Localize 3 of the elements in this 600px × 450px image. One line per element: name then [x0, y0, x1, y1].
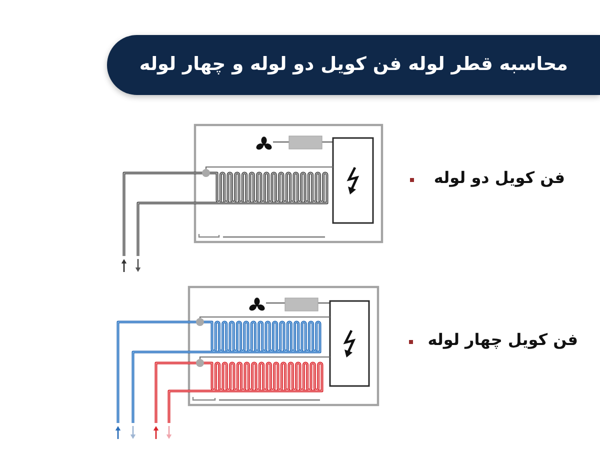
diagram-label: فن کویل چهار لوله [428, 330, 578, 350]
diagram-label: فن کویل دو لوله [434, 168, 565, 188]
title-text: محاسبه قطر لوله فن کویل دو لوله و چهار لوله [139, 53, 568, 77]
